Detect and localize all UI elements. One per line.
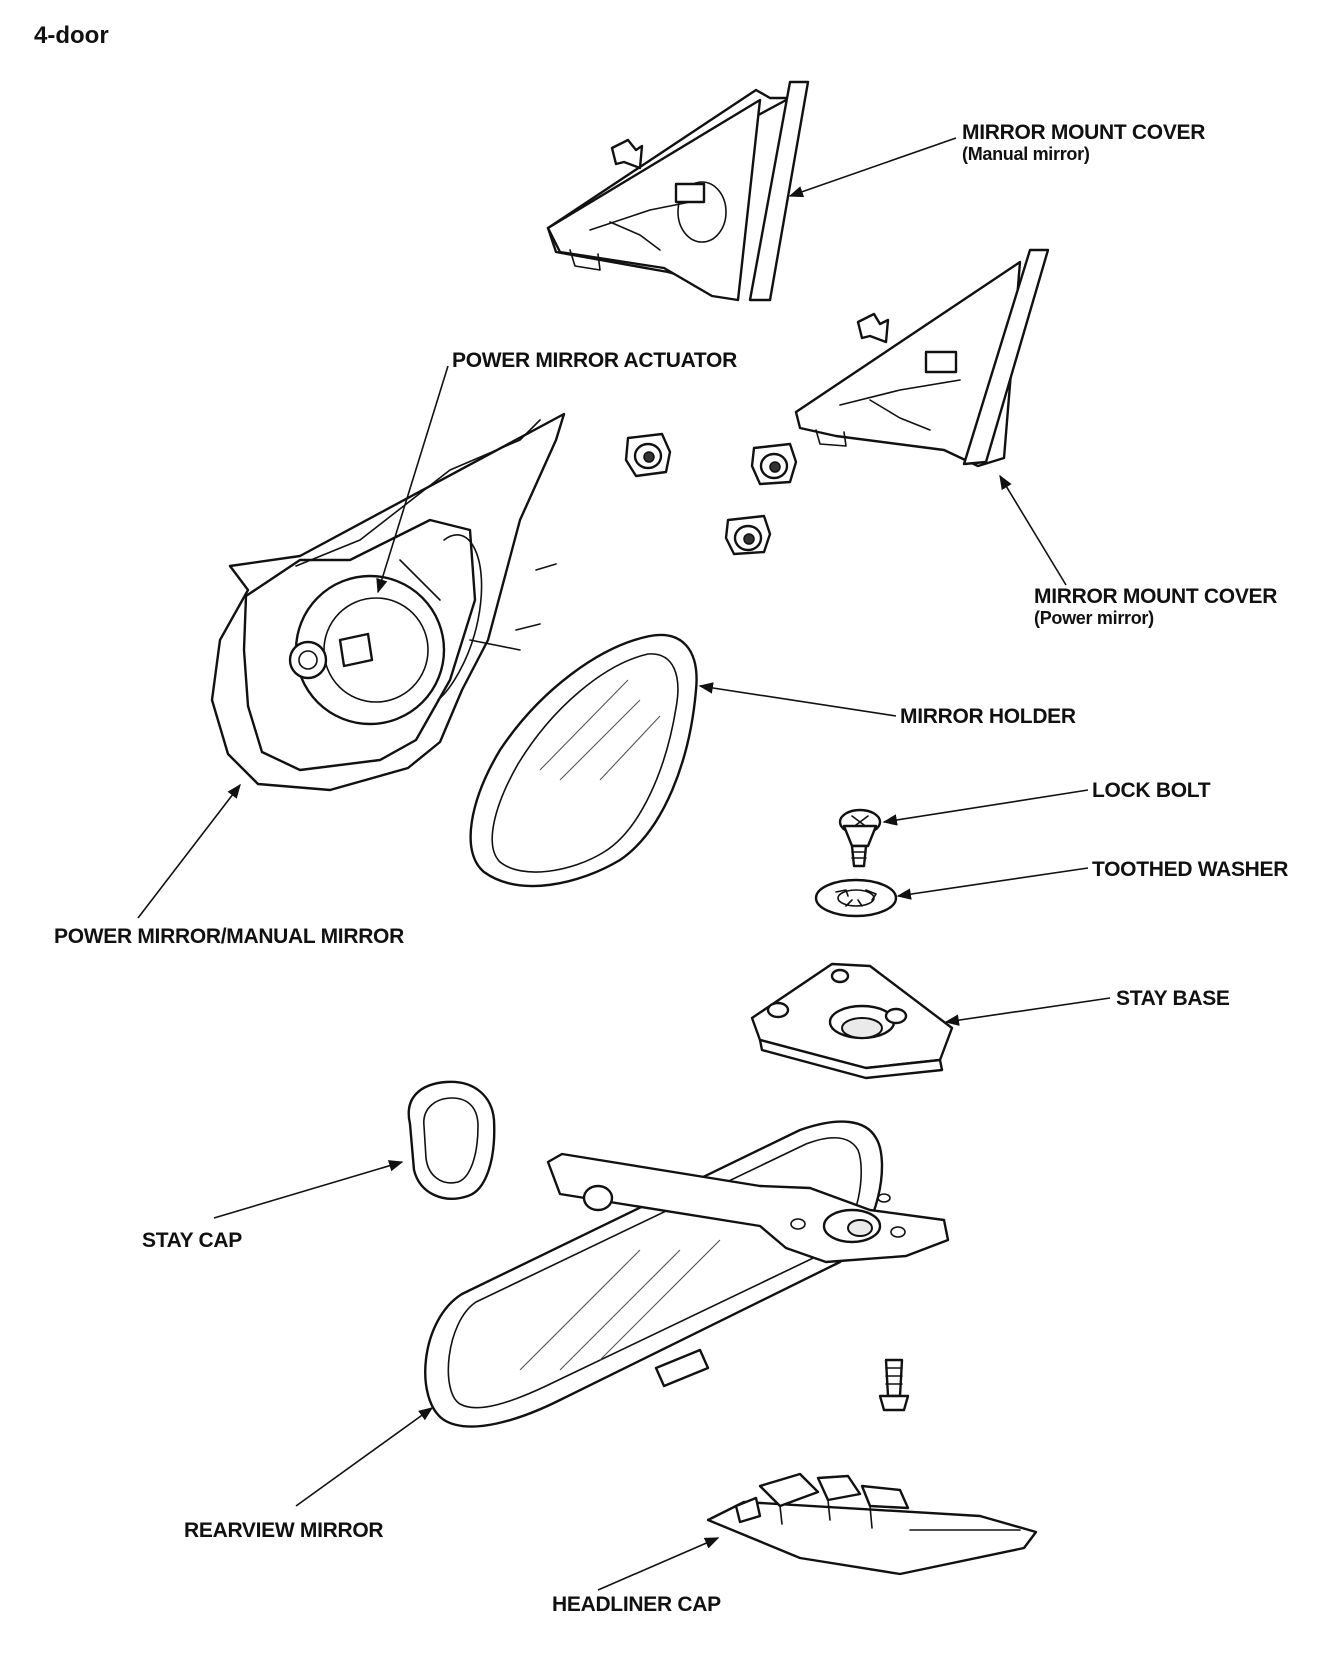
- arrow-icon: [610, 138, 644, 170]
- label-mirror-mount-cover-power-title: MIRROR MOUNT COVER: [1034, 585, 1278, 608]
- arrow-icon: [856, 312, 890, 344]
- stay-base: [750, 962, 954, 1080]
- label-stay-cap: STAY CAP: [142, 1229, 242, 1252]
- mounting-screw: [878, 1358, 910, 1412]
- label-headliner-cap: HEADLINER CAP: [552, 1593, 721, 1616]
- label-power-manual-mirror: POWER MIRROR/MANUAL MIRROR: [54, 925, 404, 948]
- mirror-mount-cover-power: [794, 248, 1050, 468]
- power-manual-mirror-housing: [210, 412, 566, 792]
- label-toothed-washer: TOOTHED WASHER: [1092, 858, 1289, 881]
- label-mirror-mount-cover-manual-title: MIRROR MOUNT COVER: [962, 121, 1206, 144]
- page-title: 4-door: [34, 22, 109, 49]
- headliner-cap: [706, 1472, 1038, 1576]
- label-power-mirror-actuator: POWER MIRROR ACTUATOR: [452, 349, 737, 372]
- label-stay-base: STAY BASE: [1116, 987, 1230, 1010]
- label-lock-bolt: LOCK BOLT: [1092, 779, 1211, 802]
- toothed-washer: [814, 878, 898, 918]
- leader-lines: [137, 137, 1111, 1591]
- label-mirror-mount-cover-manual: MIRROR MOUNT COVER (Manual mirror): [962, 122, 1205, 163]
- lock-bolt: [838, 808, 882, 868]
- label-mirror-mount-cover-power: MIRROR MOUNT COVER (Power mirror): [1034, 586, 1277, 627]
- label-rearview-mirror: REARVIEW MIRROR: [184, 1519, 384, 1542]
- mounting-nuts: [624, 432, 798, 556]
- label-mirror-mount-cover-power-sub: (Power mirror): [1034, 608, 1154, 628]
- stay-cap: [407, 1080, 496, 1200]
- mirror-mount-cover-manual: [546, 80, 810, 302]
- label-mirror-mount-cover-manual-sub: (Manual mirror): [962, 144, 1090, 164]
- rearview-mirror: [424, 1120, 950, 1428]
- mirror-holder: [469, 633, 698, 888]
- label-mirror-holder: MIRROR HOLDER: [900, 705, 1076, 728]
